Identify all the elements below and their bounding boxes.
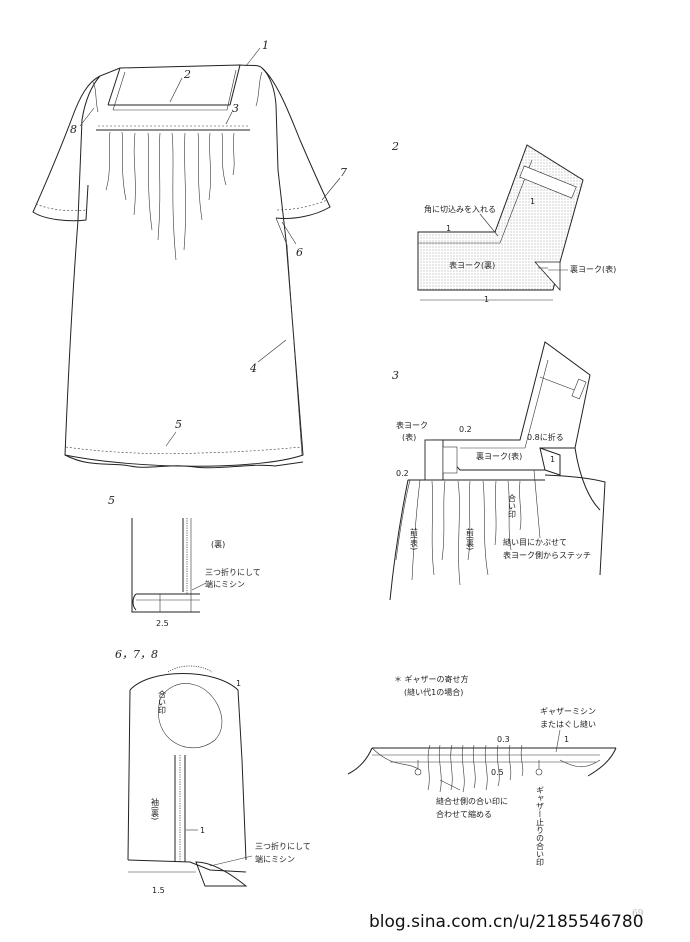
callout-3: 3 (232, 102, 239, 115)
step-5-dim: 2.5 (156, 619, 169, 628)
gather-dim-a: 0.3 (497, 735, 510, 744)
callout-5: 5 (175, 418, 182, 431)
step-678-match-mark: 合い印 (158, 689, 167, 715)
step-2-number: 2 (391, 140, 399, 153)
dress-callouts: 1 2 3 4 5 6 7 8 (70, 39, 347, 447)
step-678-hem-note-l1: 三つ折りにして (255, 841, 311, 851)
step-2-diagram: 2 角に切込みを入れる 表ヨーク(裏) 裏ヨーク(表) 1 1 1 (391, 140, 616, 304)
gather-method-diagram: ＊ ギャザーの寄せ方 (縫い代1の場合) ギャザーミシン またはぐし縫い (347, 674, 617, 867)
step-2-dim-c: 1 (484, 295, 489, 304)
page-number: 69 (632, 909, 644, 919)
gather-dim-b: 1 (564, 735, 569, 744)
step-2-dim-b: 1 (530, 197, 535, 206)
step-678-number: 6，7，8 (115, 648, 158, 661)
gather-match-note-l2: 合わせて縮める (436, 809, 492, 819)
callout-1: 1 (262, 39, 269, 52)
step-5-hem-note-l1: 三つ折りにして (205, 567, 261, 577)
step-3-front-a: 前(表) (410, 527, 419, 550)
step-678-hem-note-l2: 端にミシン (255, 854, 295, 864)
step-678-sleeve-label: 袖(裏) (151, 797, 160, 820)
step-678-dim-top: 1 (236, 679, 241, 688)
step-3-outer-yoke-label-l2: (表) (402, 432, 416, 442)
gather-machine-note-l1: ギャザーミシン (540, 707, 596, 716)
step-3-match-mark: 合い印 (508, 493, 517, 519)
gather-dim-c: 0.5 (491, 768, 504, 777)
step-3-number: 3 (392, 369, 399, 382)
step-5-number: 5 (108, 494, 115, 507)
callout-4: 4 (249, 362, 257, 375)
callout-8: 8 (70, 123, 77, 136)
step-3-dim-top: 0.2 (459, 425, 472, 434)
gather-machine-note-l2: またはぐし縫い (540, 719, 596, 729)
step-3-inner-yoke-label: 裏ヨーク(表) (476, 451, 522, 461)
step-2-clip-note: 角に切込みを入れる (424, 204, 496, 214)
step-678-dim-side: 1 (200, 826, 205, 835)
step-2-dim-a: 1 (446, 224, 451, 233)
step-2-inner-yoke-label: 裏ヨーク(表) (570, 264, 616, 274)
gather-match-note-l1: 縫合せ側の合い印に (436, 796, 508, 806)
step-3-diagram: 3 表ヨーク (表) 0.2 0.2 (389, 341, 606, 601)
step-3-dim-left: 0.2 (396, 469, 409, 478)
step-3-fold-note: 0.8に折る (527, 432, 564, 442)
step-3-front-b: 前(裏) (466, 527, 475, 550)
step-5-diagram: 5 (裏) 三つ折りにして 端にミシン 2.5 (108, 494, 261, 628)
gather-stop-note: ギャザー止りの合い印 (536, 786, 545, 867)
step-2-outer-yoke-label: 表ヨーク(裏) (449, 260, 495, 270)
gather-subtitle: (縫い代1の場合) (404, 687, 463, 697)
step-678-dim-hem: 1.5 (152, 886, 165, 895)
step-5-wrong-side-label: (裏) (211, 539, 225, 549)
step-3-stitch-note-l2: 表ヨーク側からステッチ (503, 550, 591, 560)
callout-6: 6 (296, 246, 303, 259)
gather-title: ＊ ギャザーの寄せ方 (394, 674, 469, 684)
step-3-match-mark-vertical: 合い印 (508, 493, 517, 519)
watermark: blog.sina.com.cn/u/2185546780 (369, 912, 644, 932)
callout-2: 2 (183, 68, 191, 81)
dress-illustration (32, 64, 331, 469)
step-3-stitch-note-l1: 縫い目にかぶせて (503, 537, 567, 547)
step-5-hem-note-l2: 端にミシン (205, 579, 245, 589)
step-3-dim-one: 1 (550, 455, 555, 464)
callout-7: 7 (340, 166, 347, 179)
step-678-diagram: 6，7，8 1 合い印 袖(裏) 1 三つ折りにして 端にミシン 1.5 (115, 648, 311, 895)
step-3-outer-yoke-label-l1: 表ヨーク (396, 420, 428, 430)
